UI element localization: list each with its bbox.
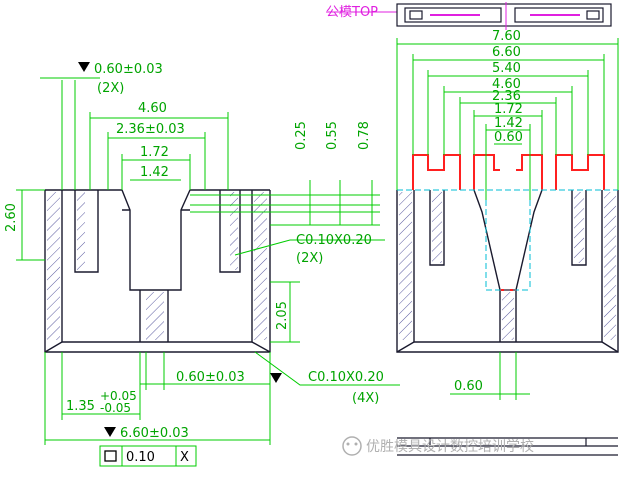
bottom-partial-view (397, 437, 618, 456)
right-view-left-wall-hatch (399, 192, 412, 340)
right-view: 公模TOP (326, 2, 619, 456)
dim-060-top: 0.60±0.03 (94, 62, 163, 77)
dim-660-left: 6.60±0.03 (120, 426, 189, 441)
dim-172-right: 1.72 (494, 102, 523, 117)
inner-right-rib-hatch (230, 192, 238, 270)
dim-460-right: 4.60 (492, 77, 521, 92)
dim-142-right: 1.42 (494, 116, 523, 131)
dim-060-bottom-left: 0.60±0.03 (176, 370, 245, 385)
right-view-center-post-hatch (502, 292, 514, 340)
dim-060-top-count: (2X) (97, 81, 124, 96)
dim-205: 2.05 (275, 301, 290, 330)
dim-172-left: 1.72 (140, 145, 169, 160)
right-dimension-lines (396, 38, 619, 400)
left-wall-hatch (47, 192, 60, 340)
wechat-logo-icon (342, 436, 362, 456)
dim-135: 1.35 (66, 399, 95, 414)
flatness-frame: 0.10 X (99, 445, 197, 467)
right-body-outline (396, 189, 619, 353)
datum-triangle-top-icon (78, 62, 90, 72)
flatness-datum: X (180, 450, 189, 465)
chamfer-top: C0.10X0.20 (296, 233, 372, 248)
dim-540: 5.40 (492, 61, 521, 76)
right-wall-hatch (254, 192, 267, 340)
dim-760: 7.60 (492, 29, 521, 44)
watermark-text: 优胜模具设计数控培训学校 (366, 438, 534, 455)
dim-055: 0.55 (325, 121, 340, 150)
top-plan-view (396, 2, 612, 30)
left-body-outline (44, 189, 271, 353)
dim-260-left: 2.60 (4, 203, 19, 232)
dim-460-left: 4.60 (138, 101, 167, 116)
inner-left-rib-hatch (77, 192, 85, 270)
left-dimension-lines (16, 77, 400, 445)
watermark: 优胜模具设计数控培训学校 (342, 436, 534, 456)
cyan-construction-lines (397, 189, 618, 291)
dim-660-right: 6.60 (492, 45, 521, 60)
dim-060-bottom-right: 0.60 (454, 379, 483, 394)
datum-triangle-660-icon (104, 427, 116, 437)
dim-142-left: 1.42 (140, 165, 169, 180)
dim-078: 0.78 (357, 121, 372, 150)
dim-025: 0.25 (294, 121, 309, 150)
red-top-profile (412, 154, 605, 291)
chamfer-top-count: (2X) (296, 251, 323, 266)
flatness-value: 0.10 (126, 450, 155, 465)
right-view-right-rib-hatch (574, 192, 584, 263)
chamfer-bottom-count: (4X) (352, 391, 379, 406)
datum-triangle-bottom-icon (270, 373, 282, 383)
dim-135-tol-plus: +0.05 (100, 389, 137, 403)
flatness-symbol-icon (104, 450, 117, 462)
center-post-hatch (146, 292, 164, 340)
dim-236-left: 2.36±0.03 (116, 122, 185, 137)
left-view: 0.60±0.03 (2X) 4.60 2.36±0.03 1.72 1.42 … (4, 62, 400, 467)
dim-060-top-right: 0.60 (494, 130, 523, 145)
right-view-right-wall-hatch (604, 192, 616, 340)
right-view-left-rib-hatch (432, 192, 442, 263)
chamfer-bottom: C0.10X0.20 (308, 370, 384, 385)
dim-236-right: 2.36 (492, 89, 521, 104)
dim-135-tol-minus: -0.05 (100, 401, 131, 415)
